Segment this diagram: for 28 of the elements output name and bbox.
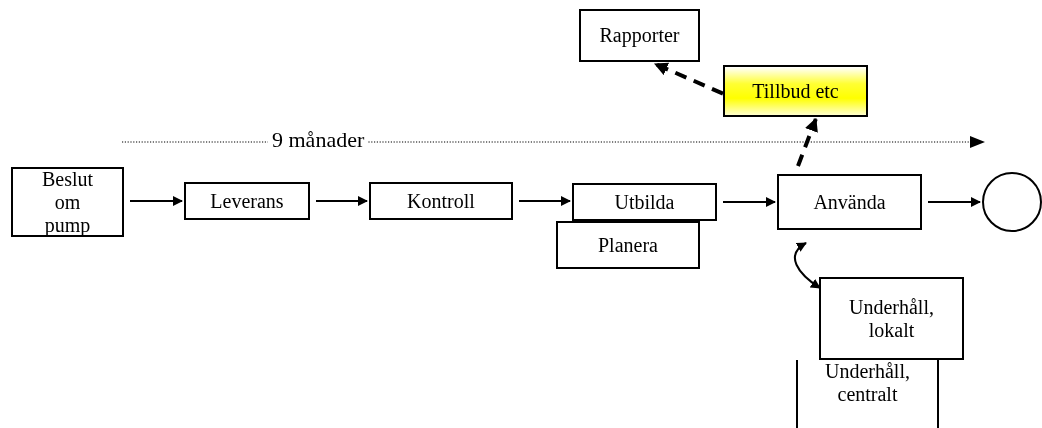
dashed-arrow xyxy=(796,117,818,167)
process-box xyxy=(184,182,310,220)
node-text: Underhåll, lokalt xyxy=(848,295,935,342)
process-box xyxy=(819,277,964,360)
arrow xyxy=(722,197,776,207)
process-box xyxy=(777,174,922,230)
process-box xyxy=(572,183,717,221)
process-box xyxy=(796,360,939,428)
double-arrow xyxy=(793,242,821,289)
node-text: Använda xyxy=(813,190,886,214)
arrow xyxy=(315,196,368,206)
process-box xyxy=(11,167,124,237)
arrow xyxy=(129,196,183,206)
node-text: Rapporter xyxy=(599,24,680,47)
node-text: Utbilda xyxy=(614,190,675,214)
node-text: Tillbud etc xyxy=(752,79,839,103)
process-box xyxy=(556,221,700,269)
arrow xyxy=(927,197,981,207)
node-text: Leverans xyxy=(210,189,284,213)
end-circle xyxy=(982,172,1042,232)
node-text: Underhåll, centralt xyxy=(824,360,911,406)
node-text: Kontroll xyxy=(407,189,475,213)
process-box xyxy=(579,9,700,62)
node-text: Planera xyxy=(598,233,658,257)
arrow xyxy=(518,196,571,206)
process-box xyxy=(369,182,513,220)
dashed-arrow xyxy=(654,62,724,96)
highlighted-box xyxy=(723,65,868,117)
